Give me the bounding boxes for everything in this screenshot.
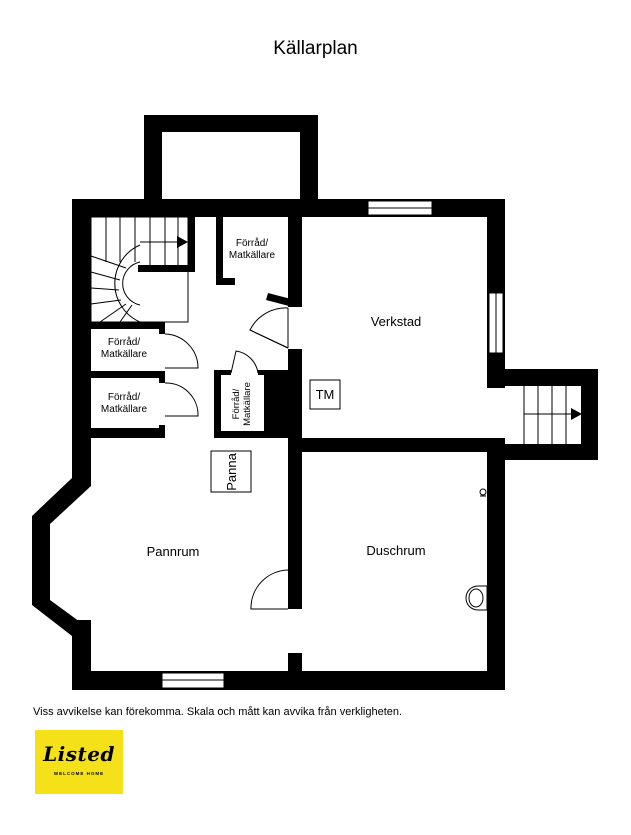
storage-left-b-label-line2: Matkällare bbox=[101, 404, 148, 415]
logo-wordmark: Listed bbox=[43, 742, 115, 766]
stair-annex-walls bbox=[487, 369, 598, 460]
tm-box bbox=[309, 379, 341, 410]
disclaimer-text: Viss avvikelse kan förekomma. Skala och … bbox=[33, 706, 403, 718]
shower-room-label: Duschrum bbox=[366, 543, 425, 558]
storage-small-label: Förråd/ Matkällare bbox=[231, 382, 253, 426]
bay-wall bbox=[32, 478, 91, 640]
logo-tagline: WELCOME HOME bbox=[53, 771, 105, 776]
workshop-label: Verkstad bbox=[371, 314, 422, 329]
boiler-box bbox=[210, 450, 252, 493]
stair-arrow-annex bbox=[571, 408, 582, 420]
boiler-label-wrap: Panna bbox=[224, 452, 239, 490]
storage-small-label-line2: Matkällare bbox=[242, 382, 253, 426]
page-title: Källarplan bbox=[273, 38, 358, 59]
boiler-room-label: Pannrum bbox=[147, 544, 200, 559]
door-swings bbox=[164, 307, 289, 610]
tm-label: TM bbox=[316, 387, 335, 402]
windows bbox=[161, 200, 504, 689]
storage-top-label-line2: Matkällare bbox=[229, 250, 276, 261]
floor-drain-icon bbox=[479, 488, 487, 497]
storage-left-b-label-line1: Förråd/ bbox=[108, 391, 140, 403]
toilet-icon bbox=[465, 585, 488, 611]
storage-small-label-line1: Förråd/ bbox=[231, 388, 242, 419]
storage-top-label-line1: Förråd/ bbox=[236, 237, 268, 249]
main-staircase bbox=[90, 216, 189, 323]
interior-walls bbox=[91, 217, 505, 673]
storage-left-a-label-line1: Förråd/ bbox=[108, 336, 140, 348]
boiler-label: Panna bbox=[224, 452, 239, 490]
annex-staircase bbox=[523, 386, 574, 444]
stair-arrow-main bbox=[177, 236, 188, 248]
storage-left-a-label-line2: Matkällare bbox=[101, 349, 148, 360]
brand-logo: Listed WELCOME HOME bbox=[35, 730, 123, 794]
